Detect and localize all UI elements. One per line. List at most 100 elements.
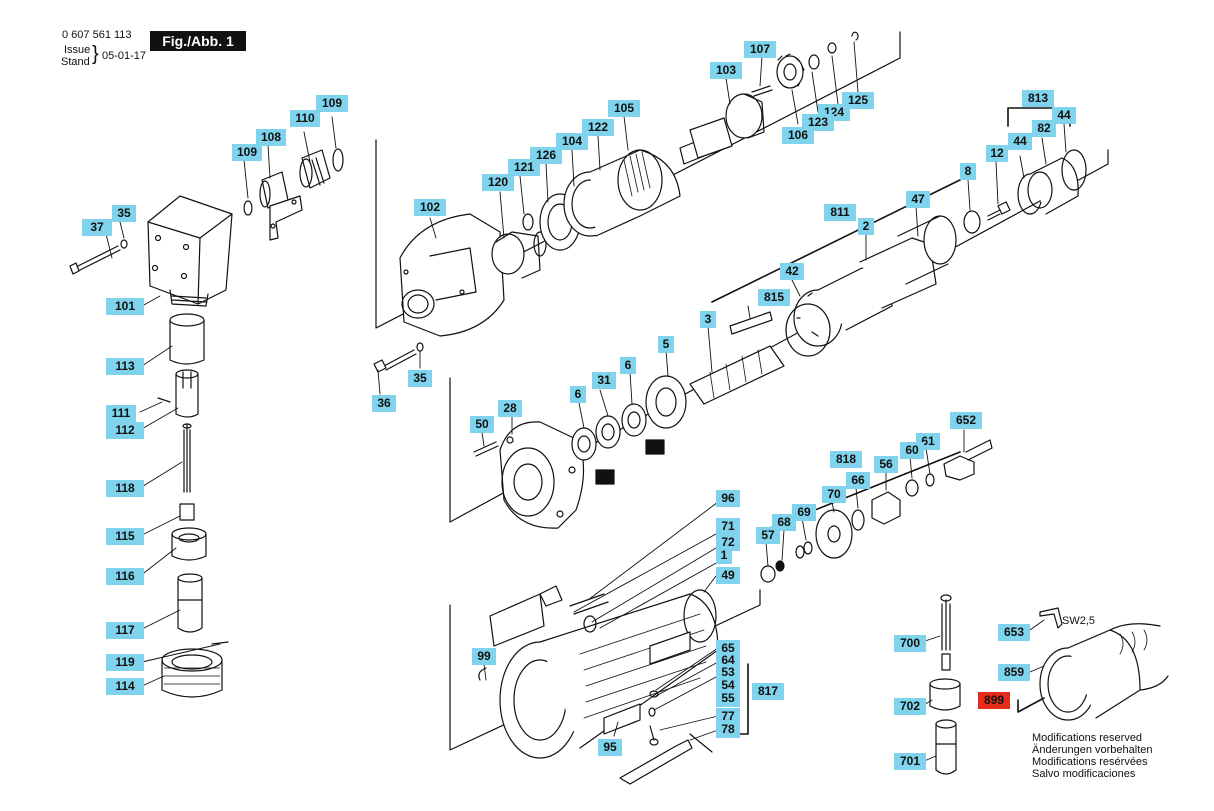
callout-859: 859 — [998, 664, 1030, 681]
callout-53: 53 — [716, 664, 740, 681]
callout-653: 653 — [998, 624, 1030, 641]
callout-101: 101 — [106, 298, 144, 315]
gear-housing-102 — [399, 213, 541, 337]
note-fr: Modifications resérvées — [1032, 756, 1148, 768]
callout-57: 57 — [756, 527, 780, 544]
callout-115: 115 — [106, 528, 144, 545]
bracket-899 — [1017, 697, 1045, 713]
callout-54: 54 — [716, 677, 740, 694]
callout-37: 37 — [82, 219, 112, 236]
callout-49: 49 — [716, 567, 740, 584]
callout-95: 95 — [598, 739, 622, 756]
callout-109a: 109 — [232, 144, 262, 161]
callout-1: 1 — [716, 547, 732, 564]
callout-815: 815 — [758, 289, 790, 306]
callout-28: 28 — [498, 400, 522, 417]
callout-107: 107 — [744, 41, 776, 58]
callout-55: 55 — [716, 690, 740, 707]
issue-label: Issue — [64, 44, 91, 56]
callout-700: 700 — [894, 635, 926, 652]
parts-108-110 — [243, 148, 344, 241]
callout-702: 702 — [894, 698, 926, 715]
hose-kit — [929, 594, 1169, 775]
parts-8-12 — [963, 201, 1011, 234]
callout-60: 60 — [900, 442, 924, 459]
callout-123: 123 — [802, 114, 834, 131]
callout-103: 103 — [710, 62, 742, 79]
part-number: 0 607 561 113 — [62, 29, 132, 41]
bearings — [571, 375, 687, 485]
callout-114: 114 — [106, 678, 144, 695]
callout-66: 66 — [846, 472, 870, 489]
callout-817: 817 — [752, 683, 784, 700]
callout-8: 8 — [960, 163, 976, 180]
callout-118: 118 — [106, 480, 144, 497]
callout-104: 104 — [556, 133, 588, 150]
callout-12: 12 — [986, 145, 1008, 162]
callout-72: 72 — [716, 534, 740, 551]
callout-117: 117 — [106, 622, 144, 639]
callout-44b: 44 — [1052, 107, 1076, 124]
callout-68: 68 — [772, 514, 796, 531]
callout-116: 116 — [106, 568, 144, 585]
callout-6a: 6 — [620, 357, 636, 374]
bracket-817 — [739, 663, 749, 735]
callout-56: 56 — [874, 456, 898, 473]
callout-78: 78 — [716, 721, 740, 738]
callout-44a: 44 — [1008, 133, 1032, 150]
callout-3: 3 — [700, 311, 716, 328]
callout-35b: 35 — [408, 370, 432, 387]
rings-120-126 — [522, 149, 681, 257]
callout-108: 108 — [256, 129, 286, 146]
callout-2: 2 — [858, 218, 874, 235]
callout-109b: 109 — [316, 95, 348, 112]
callout-35a: 35 — [112, 205, 136, 222]
frame-middle — [449, 149, 1109, 523]
bolt-37 — [69, 245, 121, 275]
callout-811: 811 — [824, 204, 856, 221]
note-es: Salvo modificaciones — [1032, 768, 1136, 780]
callout-813: 813 — [1022, 90, 1054, 107]
silencer-82 — [1017, 149, 1087, 215]
callout-71: 71 — [716, 518, 740, 535]
note-de: Änderungen vorbehalten — [1032, 744, 1153, 756]
tool-size-label: SW2,5 — [1062, 615, 1096, 627]
callout-5: 5 — [658, 336, 674, 353]
callout-121: 121 — [508, 159, 540, 176]
note-en: Modifications reserved — [1032, 732, 1143, 744]
lever-77 — [619, 690, 713, 785]
callout-120: 120 — [482, 174, 514, 191]
tube-71-72 — [539, 585, 609, 633]
leader-lines — [103, 41, 1067, 763]
callout-70: 70 — [822, 486, 846, 503]
angle-head-housing — [147, 195, 233, 307]
callout-110: 110 — [290, 110, 320, 127]
callout-99: 99 — [472, 648, 496, 665]
end-shield-28 — [473, 421, 585, 529]
callout-113: 113 — [106, 358, 144, 375]
inlet-parts — [760, 439, 993, 583]
callout-122: 122 — [582, 119, 614, 136]
callout-69: 69 — [792, 504, 816, 521]
stand-label: Stand — [61, 56, 90, 68]
callout-818: 818 — [830, 451, 862, 468]
rotor-3 — [689, 311, 785, 405]
callout-42: 42 — [780, 263, 804, 280]
callout-47: 47 — [906, 191, 930, 208]
callout-82: 82 — [1032, 120, 1056, 137]
callout-6b: 6 — [570, 386, 586, 403]
callout-111: 111 — [106, 405, 136, 422]
callout-125: 125 — [842, 92, 874, 109]
callout-701: 701 — [894, 753, 926, 770]
callout-77: 77 — [716, 708, 740, 725]
callout-106: 106 — [782, 127, 814, 144]
cylinder-2-47 — [785, 215, 957, 357]
callout-36: 36 — [372, 395, 396, 412]
callout-112: 112 — [106, 422, 144, 439]
figure-label: Fig./Abb. 1 — [150, 31, 246, 51]
spindle-stack — [157, 313, 229, 698]
issue-date: 05-01-17 — [102, 50, 147, 62]
callout-899: 899 — [978, 692, 1010, 709]
